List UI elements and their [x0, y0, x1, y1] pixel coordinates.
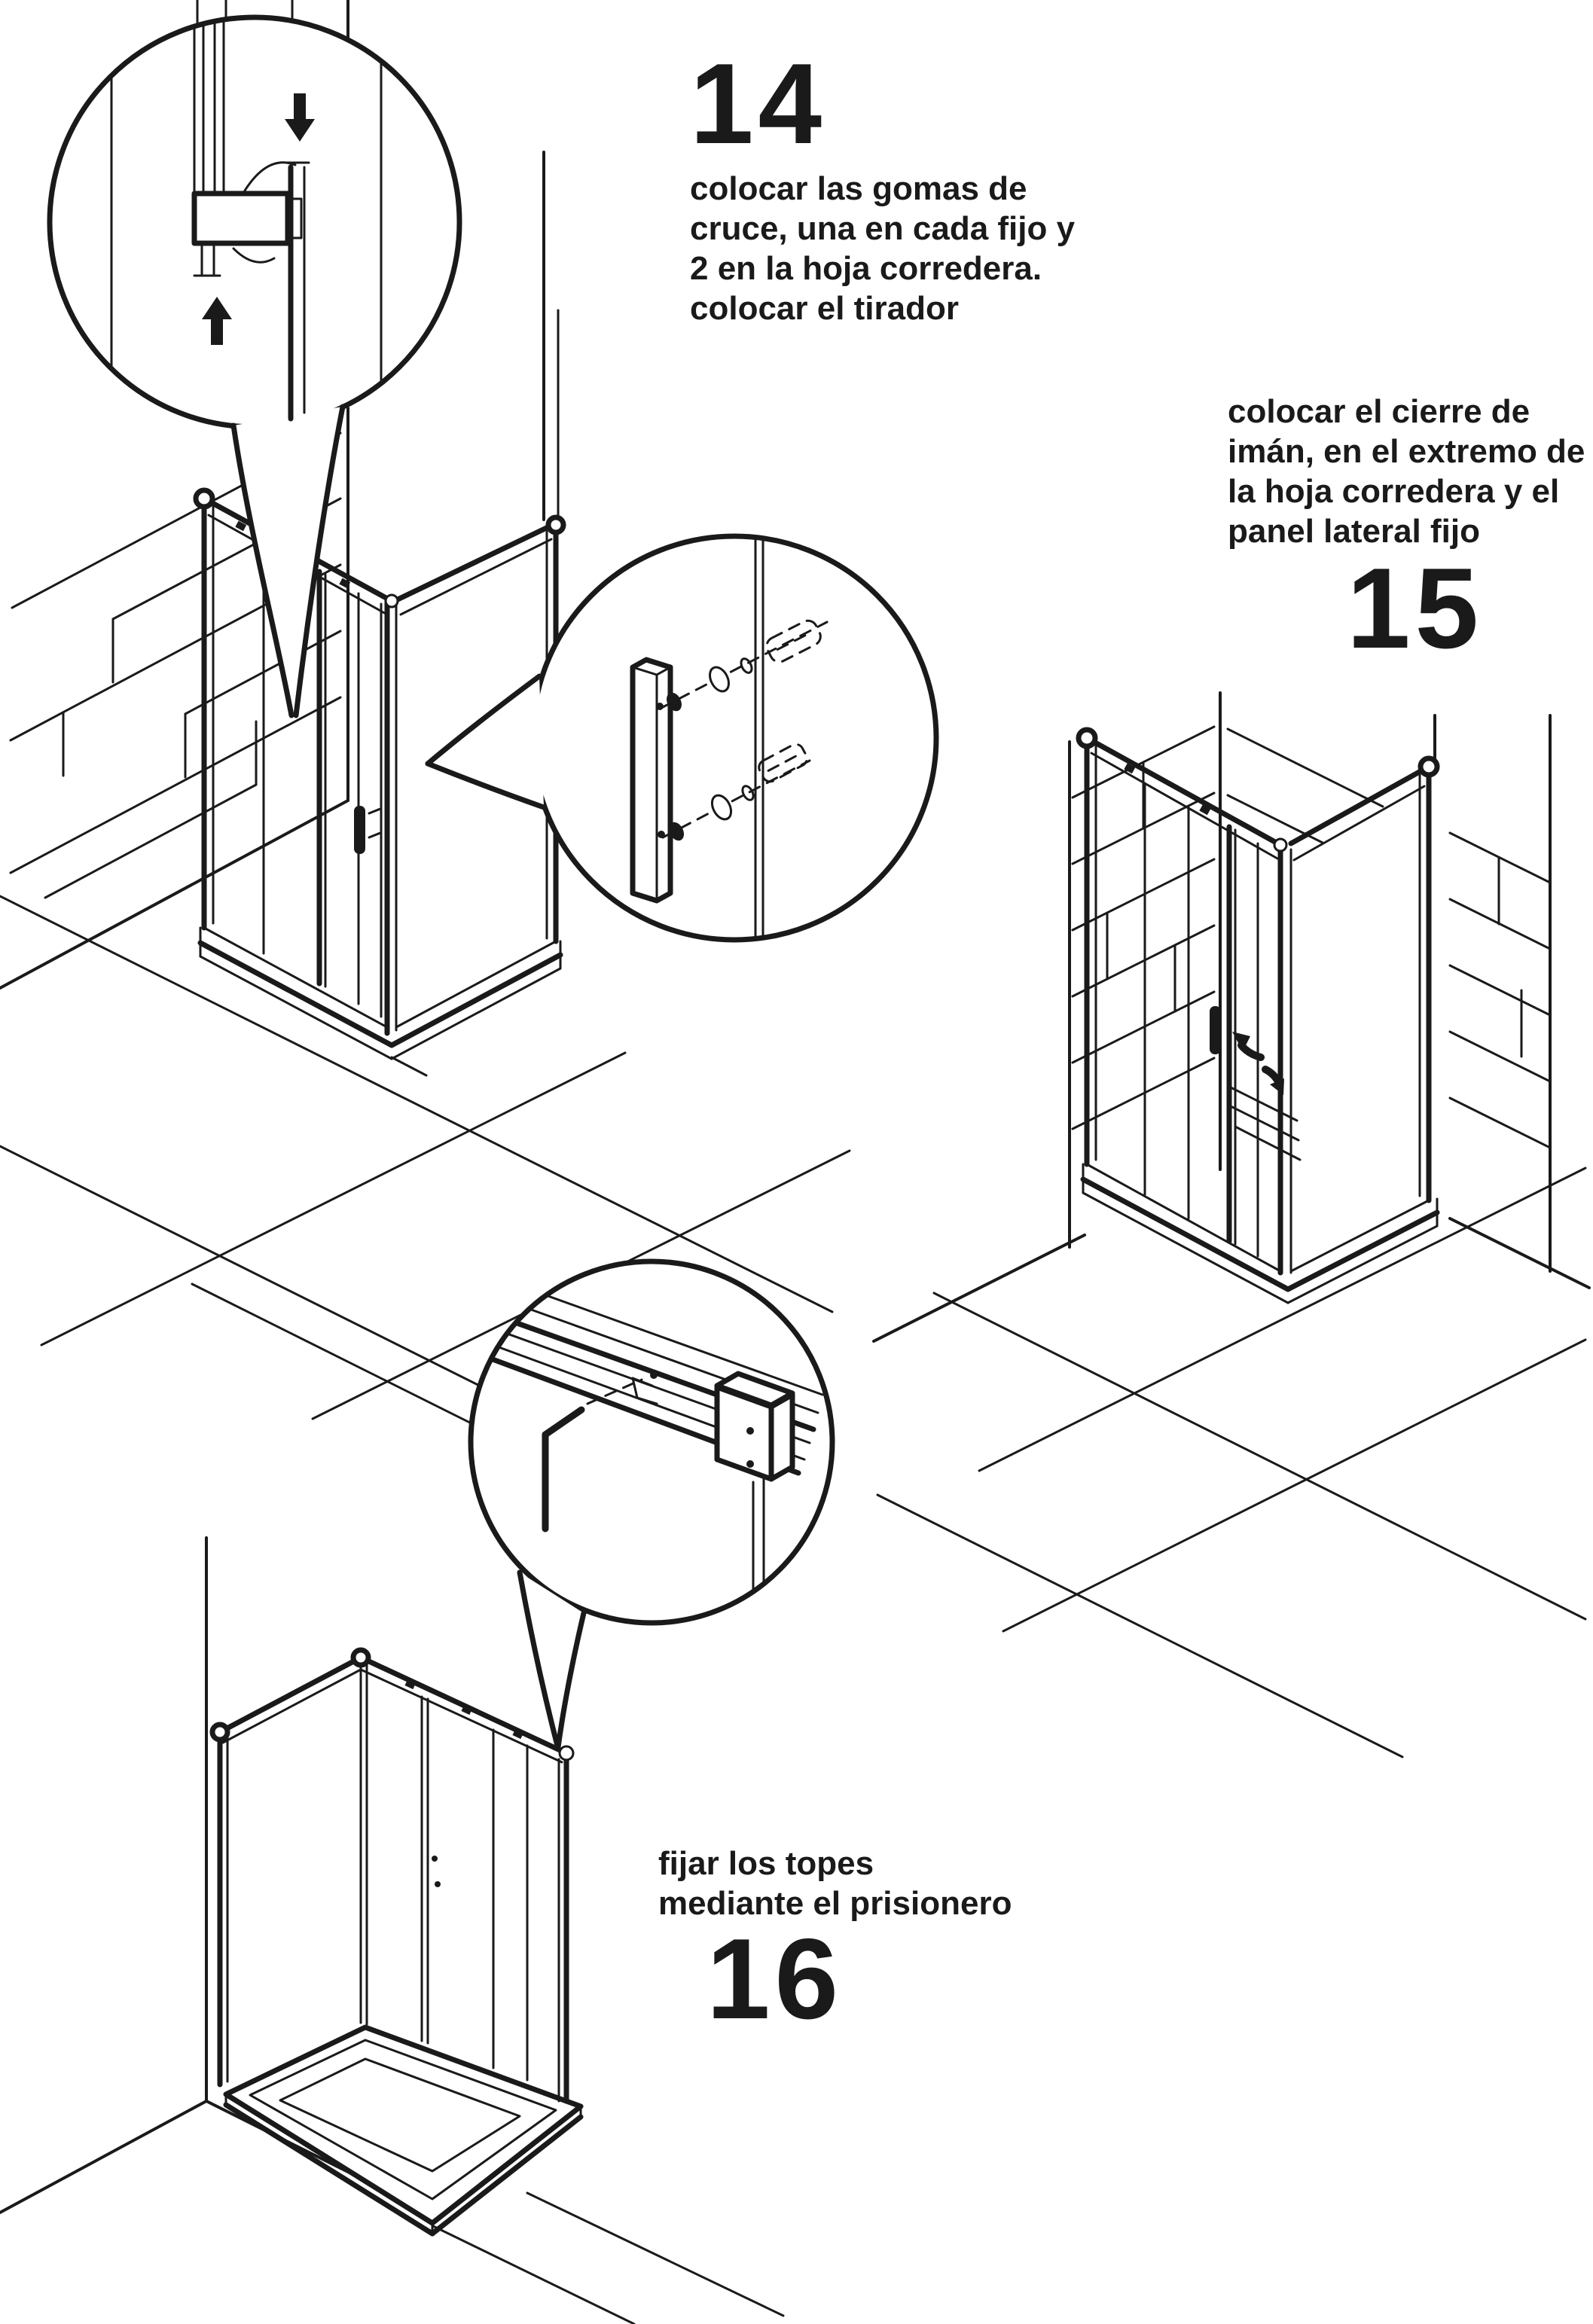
magnet-close-arrow-icon — [1232, 1032, 1265, 1061]
door-handle-icon — [1210, 1006, 1221, 1054]
corner-cap — [1273, 837, 1288, 852]
instruction-line: imán, en el extremo de — [1228, 433, 1585, 470]
corner-cap — [209, 1722, 230, 1743]
roller — [512, 1728, 524, 1740]
ring-icon — [740, 657, 753, 674]
figure-step16-shower-enclosure — [0, 1536, 785, 2324]
handle-dot — [432, 1856, 438, 1862]
roller — [1199, 804, 1211, 816]
instruction-line: 2 en la hoja corredera. — [690, 250, 1042, 287]
washer-icon — [710, 794, 733, 821]
instruction-line: fijar los topes — [658, 1845, 874, 1882]
instruction-line: colocar el cierre de — [1228, 393, 1530, 430]
balloon-content-stop — [471, 1270, 824, 1604]
step15-instructions: colocar el cierre de imán, en el extremo… — [1228, 392, 1585, 551]
instruction-line: colocar las gomas de — [690, 170, 1027, 207]
crossing-gasket — [191, 191, 291, 246]
roller — [339, 578, 351, 589]
corner-cap — [558, 1745, 575, 1761]
instruction-line: panel lateral fijo — [1228, 513, 1480, 550]
step16-text-block: fijar los topes mediante el prisionero 1… — [658, 1844, 1012, 2043]
balloon-circle — [529, 533, 939, 943]
detail-balloon-handle-screws — [425, 533, 939, 943]
step15-number: 15 — [1347, 544, 1484, 672]
wall-plug-icon — [758, 743, 808, 783]
figure-step15-shower-enclosure — [872, 691, 1591, 1758]
roller — [1124, 763, 1136, 774]
screw-icon — [668, 822, 685, 841]
roller — [461, 1704, 473, 1716]
wall-step15 — [872, 691, 1591, 1343]
instruction-line: la hoja corredera y el — [1228, 473, 1560, 510]
step16-instructions: fijar los topes mediante el prisionero — [658, 1844, 1012, 1923]
detail-balloon-stop-allen-key — [468, 1258, 835, 1750]
handle-bar-icon — [630, 657, 673, 904]
floor-tiles-step14 — [0, 895, 851, 1488]
stop-block-icon — [714, 1371, 795, 1482]
corner-cap — [1418, 755, 1440, 778]
step15-text-block: colocar el cierre de imán, en el extremo… — [1228, 392, 1585, 672]
allen-key-icon — [542, 1406, 585, 1533]
door-handle-icon — [354, 806, 365, 854]
set-screw-hole — [650, 1371, 658, 1379]
corner-cap — [545, 514, 566, 535]
down-arrow-icon — [285, 93, 315, 142]
shower-tray — [223, 2024, 584, 2237]
corner-cap — [350, 1647, 371, 1668]
floor-tiles-step15 — [876, 1167, 1587, 1758]
up-arrow-icon — [202, 297, 232, 345]
instruction-line: colocar el tirador — [690, 290, 960, 327]
corner-cap — [193, 487, 215, 510]
screw-icon — [667, 692, 682, 712]
step16-number: 16 — [706, 1915, 844, 2043]
step14-number: 14 — [690, 40, 827, 168]
roller — [235, 520, 247, 532]
washer-icon — [709, 666, 730, 693]
handle-dot — [435, 1881, 441, 1887]
screw-set-upper — [667, 619, 822, 712]
corner-cap — [1076, 727, 1098, 749]
instruction-line: cruce, una en cada fijo y — [690, 210, 1076, 247]
ring-icon — [741, 785, 755, 801]
detail-balloon-crossing-gaskets — [47, 14, 462, 718]
balloon-content-handle — [630, 538, 829, 940]
figure-step14-shower-enclosure — [0, 0, 851, 1488]
roller — [404, 1679, 417, 1690]
magnet-close-arrow-icon — [1262, 1066, 1284, 1095]
screw-set-lower — [668, 743, 808, 841]
enclosure-step16 — [209, 1647, 575, 2104]
corner-cap — [384, 593, 399, 608]
balloon-circle — [468, 1258, 835, 1626]
step14-text-block: 14 colocar las gomas de cruce, una en ca… — [690, 40, 1075, 328]
balloon-content-gaskets — [110, 20, 383, 422]
wall-plug-icon — [765, 619, 822, 663]
floor-step16 — [432, 2191, 785, 2324]
step14-instructions: colocar las gomas de cruce, una en cada … — [690, 169, 1075, 328]
enclosure-step15 — [1076, 727, 1440, 1304]
instruction-line: mediante el prisionero — [658, 1885, 1012, 1922]
